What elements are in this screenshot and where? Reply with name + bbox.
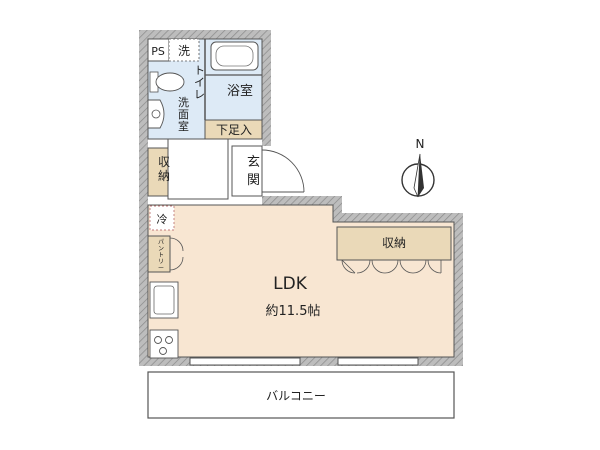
shoe-storage <box>204 119 263 140</box>
shoe-storage-label: 下足入 <box>216 123 252 137</box>
entrance-label: 玄関 <box>247 155 260 188</box>
laundry-space <box>168 38 200 62</box>
washbasin-fixture <box>147 99 165 129</box>
pantry-space <box>147 235 171 273</box>
closet-left-label: 収納 <box>158 155 170 183</box>
laundry-label: 洗 <box>178 44 190 58</box>
bath-label: 浴室 <box>227 83 253 99</box>
entrance-area <box>231 145 263 197</box>
balcony-area <box>147 371 455 419</box>
pantry-label: パントリー <box>158 239 164 272</box>
bottom-windows <box>189 357 419 366</box>
svg-text:トイレ: トイレ <box>194 64 205 101</box>
exterior-walls <box>139 30 463 366</box>
ldk-size-label: 約11.5帖 <box>266 304 321 319</box>
compass-icon <box>401 153 435 198</box>
fridge-label: 冷 <box>157 213 168 226</box>
kitchen-sink <box>149 281 179 319</box>
fridge-space <box>149 205 175 231</box>
svg-text:洗面室: 洗面室 <box>178 96 189 133</box>
closet-right <box>336 226 452 261</box>
compass-north-label: N <box>416 137 425 151</box>
kitchen-stove <box>149 329 179 359</box>
closet-right-label: 収納 <box>382 236 406 250</box>
toilet-fixture <box>149 71 185 93</box>
ps-label: PS <box>151 45 165 58</box>
front-door <box>261 149 305 193</box>
ldk-label: LDK <box>273 274 308 294</box>
balcony-label: バルコニー <box>266 389 326 403</box>
bathtub <box>210 41 259 71</box>
closet-right-doors <box>341 259 442 274</box>
